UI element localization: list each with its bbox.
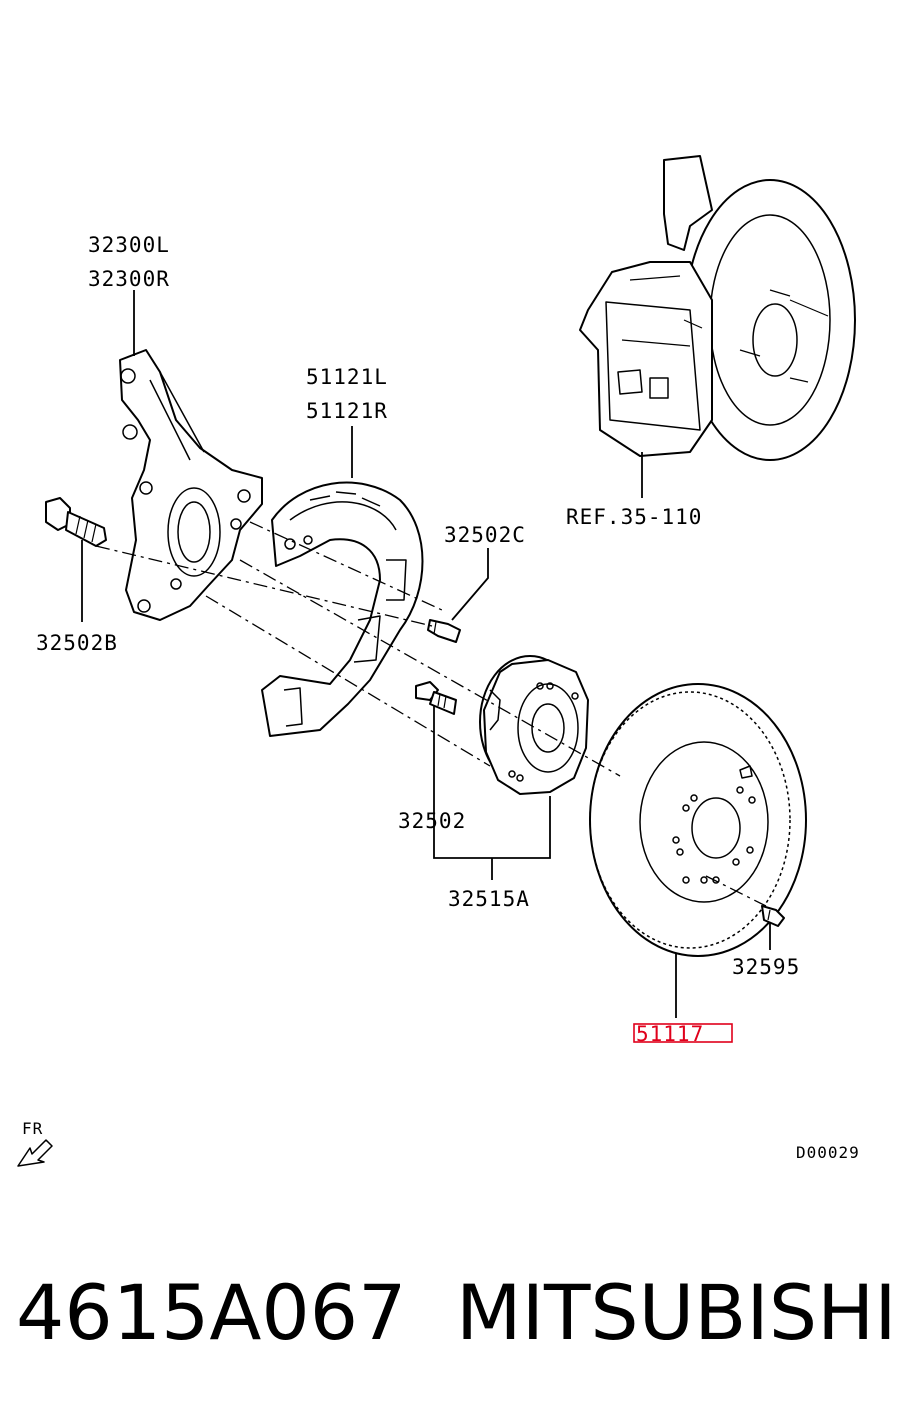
label-bolt-b: 32502B xyxy=(36,631,118,655)
label-knuckle-right: 32300R xyxy=(88,267,170,291)
label-rotor: 51117 xyxy=(636,1022,704,1046)
shield-bolt-illustration xyxy=(427,619,461,643)
parts-diagram: 32300L 32300R 51121L 51121R 32502C 32502… xyxy=(17,155,860,1167)
front-arrow-icon xyxy=(17,1139,53,1167)
label-dust-shield-left: 51121L xyxy=(306,365,388,389)
label-dust-shield-right: 51121R xyxy=(306,399,388,423)
hub-bolt-illustration xyxy=(415,681,457,715)
alignment-axis-5 xyxy=(705,875,767,907)
label-screw: 32595 xyxy=(732,955,800,979)
hub-assembly-illustration xyxy=(479,655,589,795)
label-ref: REF.35-110 xyxy=(566,505,702,529)
footer-part-number: 4615A067 xyxy=(16,1268,407,1357)
alignment-axis-2 xyxy=(205,595,491,767)
label-knuckle-left: 32300L xyxy=(88,233,170,257)
footer-brand: MITSUBISHI xyxy=(456,1268,897,1357)
dust-shield-illustration xyxy=(261,481,424,737)
alignment-axis-4 xyxy=(249,521,443,611)
alignment-axis-1 xyxy=(95,545,433,627)
label-bolt-c: 32502C xyxy=(444,523,526,547)
bolt-c-leader-line xyxy=(451,548,489,621)
label-hub-assembly: 32515A xyxy=(448,887,530,911)
steering-knuckle-illustration xyxy=(119,349,263,621)
brake-rotor-illustration xyxy=(589,683,807,957)
knuckle-bolt-illustration xyxy=(45,497,107,547)
caliper-assembly-illustration xyxy=(579,155,856,461)
rotor-screw-illustration xyxy=(761,905,785,927)
label-hub-bolt: 32502 xyxy=(398,809,466,833)
diagram-code: D00029 xyxy=(796,1143,860,1162)
alignment-axis-3 xyxy=(239,559,621,777)
fr-orientation-label: FR xyxy=(22,1119,43,1138)
rotor-label-highlight xyxy=(633,1023,733,1043)
